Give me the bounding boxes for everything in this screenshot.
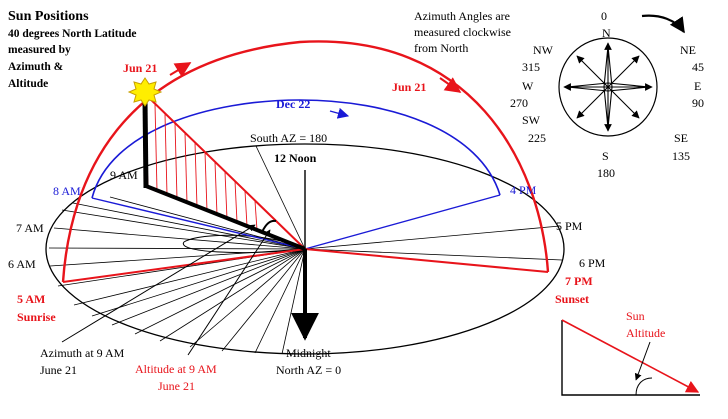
compass-ne-deg: 45 bbox=[692, 60, 704, 74]
inset-pointer bbox=[634, 341, 651, 381]
label-north-az: North AZ = 0 bbox=[276, 363, 341, 377]
label-5am: 5 AM bbox=[17, 292, 45, 306]
altitude-angle-arc bbox=[261, 219, 277, 233]
callout-azimuth-1: Azimuth at 9 AM bbox=[40, 346, 125, 360]
label-8am: 8 AM bbox=[53, 184, 81, 198]
compass-circle bbox=[558, 37, 658, 137]
title-line4: Azimuth & bbox=[8, 61, 64, 73]
compass-s-deg: 180 bbox=[597, 166, 615, 180]
callout-azimuth-2: June 21 bbox=[40, 363, 77, 377]
compass-ne: NE bbox=[680, 43, 696, 57]
jun21-sunset-ray bbox=[304, 248, 549, 273]
compass-note-3: from North bbox=[414, 41, 468, 55]
compass-s: S bbox=[602, 149, 609, 163]
compass-w-deg: 270 bbox=[510, 96, 528, 110]
label-9am: 9 AM bbox=[110, 168, 138, 182]
compass-w: W bbox=[522, 79, 534, 93]
label-sunrise: Sunrise bbox=[17, 310, 56, 324]
dec22-direction-arrow bbox=[329, 107, 350, 119]
compass-se-deg: 135 bbox=[672, 149, 690, 163]
azimuth-ray-9am bbox=[145, 184, 306, 251]
jun21-arrow-top bbox=[169, 62, 192, 78]
inset-label-1: Sun bbox=[626, 309, 645, 323]
label-dec22: Dec 22 bbox=[276, 97, 310, 111]
title-line5: Altitude bbox=[8, 78, 48, 90]
sun-vertical-post bbox=[142, 99, 149, 189]
compass-n: N bbox=[602, 26, 611, 40]
compass-sw-deg: 225 bbox=[528, 131, 546, 145]
label-5pm: 5 PM bbox=[556, 219, 583, 233]
label-6am: 6 AM bbox=[8, 257, 36, 271]
jun21-arrow-right bbox=[439, 77, 462, 93]
label-noon: 12 Noon bbox=[274, 151, 317, 165]
altitude-callout-line bbox=[187, 229, 271, 356]
compass-nw: NW bbox=[533, 43, 554, 57]
jun21-sunrise-ray bbox=[62, 248, 306, 283]
label-midnight: Midnight bbox=[286, 346, 331, 360]
altitude-inset: Sun Altitude bbox=[561, 309, 700, 396]
label-sunset: Sunset bbox=[555, 292, 589, 306]
compass-e-deg: 90 bbox=[692, 96, 704, 110]
altitude-hatching bbox=[154, 103, 258, 231]
horizon-ellipse bbox=[45, 143, 565, 355]
label-jun21-right: Jun 21 bbox=[392, 80, 426, 94]
label-jun21-top: Jun 21 bbox=[123, 61, 157, 75]
dec22-8am-ray bbox=[91, 197, 306, 250]
label-7am: 7 AM bbox=[16, 221, 44, 235]
title-line3: measured by bbox=[8, 44, 71, 56]
label-4pm: 4 PM bbox=[510, 183, 537, 197]
callout-altitude-1: Altitude at 9 AM bbox=[135, 362, 217, 376]
label-south-az: South AZ = 180 bbox=[250, 131, 327, 145]
dec22-sun-path bbox=[91, 99, 501, 199]
inset-label-2: Altitude bbox=[626, 326, 665, 340]
compass-sw: SW bbox=[522, 113, 541, 127]
jun21-sun-path bbox=[61, 40, 550, 283]
callout-altitude-2: June 21 bbox=[158, 379, 195, 393]
compass-se: SE bbox=[674, 131, 688, 145]
compass-nw-deg: 315 bbox=[522, 60, 540, 74]
title-line1: Sun Positions bbox=[8, 9, 89, 24]
inner-path-loop bbox=[182, 234, 306, 254]
inset-sun-ray bbox=[561, 319, 700, 393]
compass-rose: Azimuth Angles are measured clockwise fr… bbox=[414, 9, 704, 180]
compass-n-deg: 0 bbox=[601, 9, 607, 23]
label-6pm: 6 PM bbox=[579, 256, 606, 270]
inset-angle-arc bbox=[635, 377, 653, 396]
clockwise-arrow bbox=[641, 14, 685, 34]
compass-note-1: Azimuth Angles are bbox=[414, 9, 510, 23]
compass-note-2: measured clockwise bbox=[414, 25, 511, 39]
compass-e: E bbox=[694, 79, 701, 93]
title-line2: 40 degrees North Latitude bbox=[8, 28, 137, 40]
label-7pm: 7 PM bbox=[565, 274, 593, 288]
sun-icon bbox=[127, 77, 163, 107]
altitude-triangle bbox=[142, 90, 306, 250]
azimuth-callout-line bbox=[61, 224, 256, 343]
dec22-4pm-ray bbox=[304, 194, 501, 250]
